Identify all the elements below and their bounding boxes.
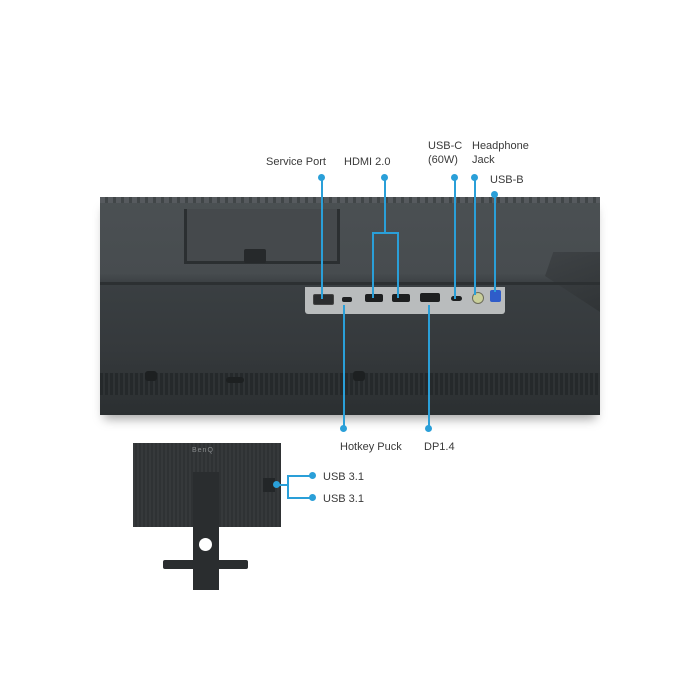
line-service bbox=[321, 177, 323, 299]
line-usb-bottom bbox=[287, 497, 311, 499]
label-usbb: USB-B bbox=[490, 174, 524, 186]
foot-right bbox=[353, 371, 365, 381]
headphone-jack-icon bbox=[472, 292, 484, 304]
usbb-port-icon bbox=[490, 290, 501, 302]
line-usbc bbox=[454, 177, 456, 299]
label-usbc: USB-C (60W) bbox=[428, 140, 463, 166]
line-hdmi-stem bbox=[384, 177, 386, 233]
label-service-port: Service Port bbox=[266, 156, 326, 168]
label-hdmi: HDMI 2.0 bbox=[344, 156, 391, 168]
io-shelf bbox=[100, 282, 600, 285]
dot-dp bbox=[425, 425, 432, 432]
line-usbb bbox=[494, 194, 496, 292]
hdmi2-port-icon bbox=[392, 294, 410, 302]
vent-slot bbox=[226, 377, 244, 383]
side-usb-hub bbox=[263, 478, 275, 492]
dp-port-icon bbox=[420, 293, 440, 302]
label-headphone: Headphone Jack bbox=[472, 140, 529, 166]
line-headphone bbox=[474, 177, 476, 295]
io-panel bbox=[305, 287, 505, 314]
label-usb31-b: USB 3.1 bbox=[323, 493, 364, 505]
brand-logo: BenQ bbox=[192, 447, 214, 454]
stand-base bbox=[163, 560, 248, 569]
bottom-vent bbox=[100, 373, 600, 395]
dot-usb-a bbox=[309, 472, 316, 479]
line-hotkey bbox=[343, 305, 345, 427]
label-hotkey: Hotkey Puck bbox=[340, 441, 402, 453]
line-hdmi-bracket bbox=[372, 232, 398, 234]
hdmi1-port-icon bbox=[365, 294, 383, 302]
line-usb-bracket bbox=[287, 475, 289, 498]
monitor-rear-closeup bbox=[100, 197, 600, 415]
line-dp bbox=[428, 305, 430, 427]
foot-left bbox=[145, 371, 157, 381]
dot-side-usb bbox=[273, 481, 280, 488]
dot-usb-b bbox=[309, 494, 316, 501]
label-usb31-a: USB 3.1 bbox=[323, 471, 364, 483]
line-hdmi-2 bbox=[397, 232, 399, 298]
mount-latch bbox=[244, 249, 266, 263]
top-vent bbox=[100, 197, 600, 203]
dot-hotkey bbox=[340, 425, 347, 432]
service-port-icon bbox=[313, 294, 334, 305]
usbc-port-icon bbox=[451, 296, 462, 301]
cable-hole bbox=[199, 538, 212, 551]
line-usb-stem bbox=[278, 484, 288, 486]
stand-neck bbox=[193, 472, 219, 590]
line-hdmi-1 bbox=[372, 232, 374, 298]
label-dp: DP1.4 bbox=[424, 441, 455, 453]
line-usb-top bbox=[287, 475, 311, 477]
hotkey-port-icon bbox=[342, 297, 352, 302]
